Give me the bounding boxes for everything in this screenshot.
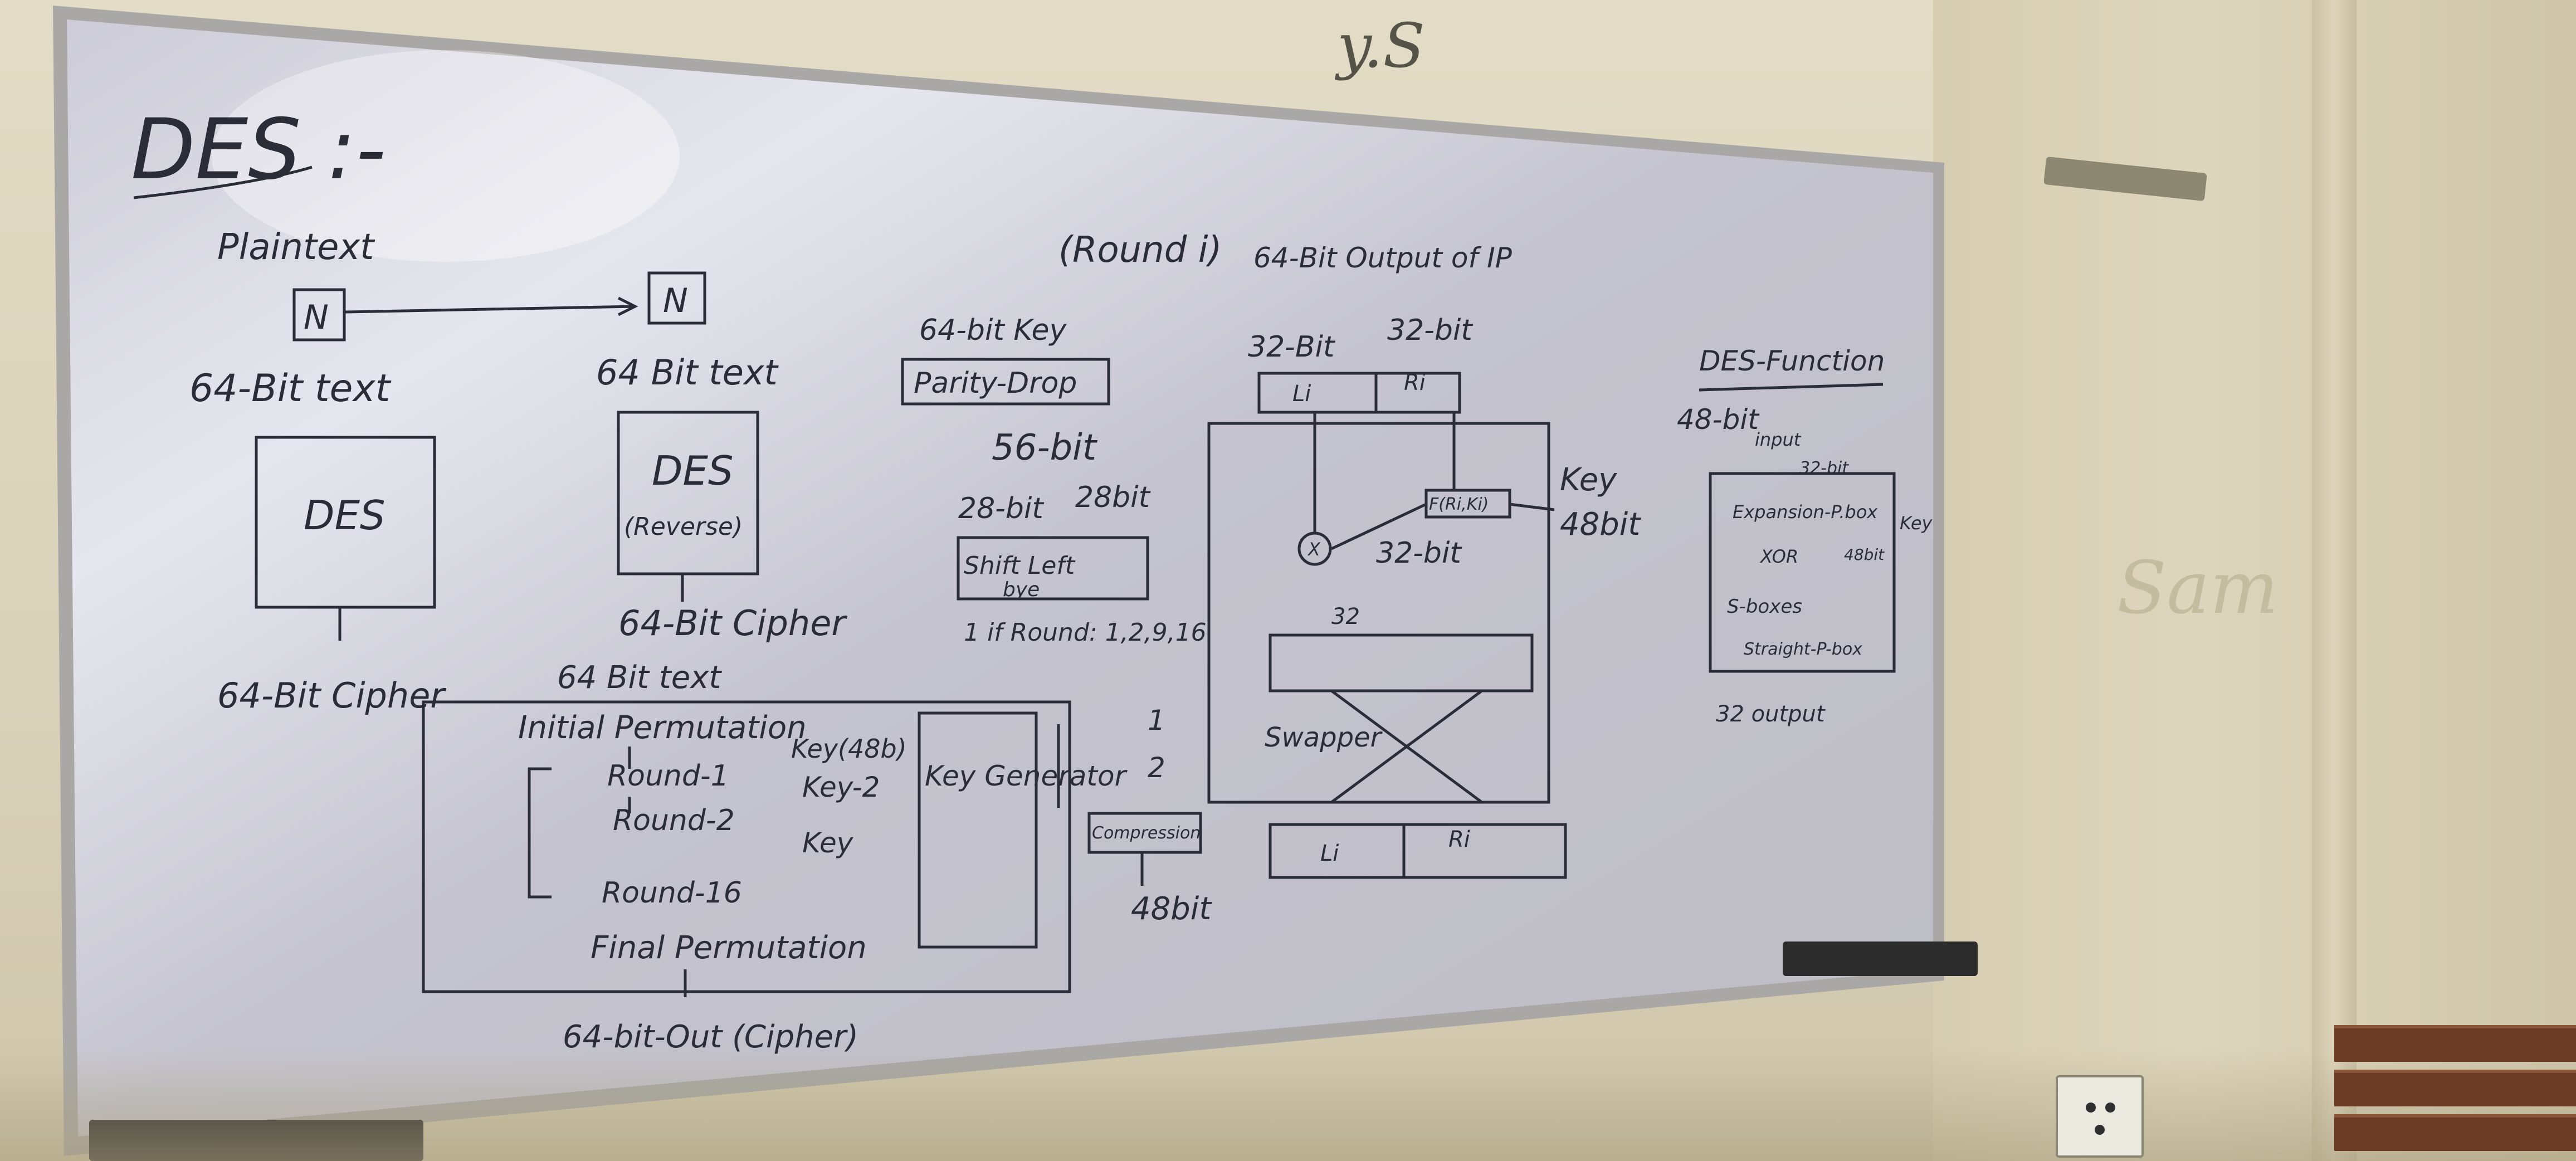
plaintext-label: Plaintext [217, 227, 375, 268]
round-bracket [528, 767, 552, 899]
round-i-heading: (Round i) [1058, 230, 1222, 271]
fn-key: Key [1900, 513, 1933, 534]
key-bits: 48bit [1560, 506, 1641, 543]
rounds-outer-box [422, 700, 1071, 993]
bits-48: 48bit [1131, 891, 1212, 927]
bits-56: 56-bit [992, 427, 1098, 469]
one: 1 [1148, 704, 1165, 736]
swapper-box [1269, 633, 1534, 692]
cipher-left: 64-Bit Cipher [217, 675, 446, 716]
bits-32-mid: 32-bit [1376, 536, 1462, 570]
key-generator-box [918, 711, 1038, 949]
chair-slat [2334, 1070, 2576, 1106]
li: Li [1292, 381, 1311, 407]
round-2: Round-2 [613, 804, 735, 837]
bits-32-side: 32 [1331, 604, 1360, 630]
bits-32-right: 32-bit [1387, 314, 1473, 347]
rounds-note: 1 if Round: 1,2,9,16 [964, 618, 1207, 647]
des-function-box [1709, 472, 1896, 673]
rounds-input: 64 Bit text [557, 660, 722, 696]
bits-28-left: 28-bit [958, 492, 1044, 525]
fn-xor: XOR [1759, 546, 1798, 567]
parity-drop: Parity-Drop [914, 367, 1077, 400]
xor-circle [1297, 531, 1332, 566]
round-1: Round-1 [607, 759, 729, 793]
glare [212, 50, 680, 262]
fn-bits-48-small: 48bit [1844, 545, 1885, 564]
key-64: 64-bit Key [919, 314, 1067, 347]
cipher-right: 64-Bit Cipher [618, 603, 847, 643]
xor-label: X [1307, 539, 1321, 560]
bits-text-left: 64-Bit text [189, 367, 392, 411]
shift-left: Shift Left [964, 552, 1076, 580]
top-note: y.S [1337, 10, 1425, 81]
faint-wall-text: Sam [2117, 545, 2279, 630]
li-ri-out-box [1269, 823, 1567, 879]
f-box [1424, 489, 1511, 519]
n-box-left-text: N [304, 298, 329, 337]
bits-32-left: 32-Bit [1248, 330, 1335, 364]
bits-text-right: 64 Bit text [596, 352, 779, 393]
n-box-right-text: N [663, 281, 688, 320]
fn-bits-48: 48-bit [1677, 403, 1760, 436]
shift-left-box [957, 536, 1149, 601]
fn-straight: Straight-P-box [1744, 640, 1862, 659]
shift-left-2: bye [1003, 578, 1040, 601]
des-reverse-text-2: (Reverse) [624, 513, 743, 541]
whiteboard-surface [67, 19, 1933, 1136]
des-function-heading: DES-Function [1699, 345, 1885, 377]
bits-28-right: 28bit [1075, 481, 1151, 514]
chair-slat [2334, 1025, 2576, 1062]
des-reverse-box [617, 411, 759, 575]
fn-expansion: Expansion-P.box [1733, 501, 1878, 523]
ri: Ri [1404, 370, 1426, 396]
floor-shade [0, 1047, 2576, 1161]
f-box-text: F(Ri,Ki) [1429, 495, 1489, 514]
fn-output: 32 output [1716, 701, 1826, 727]
right-wall [1933, 0, 2576, 1161]
fn-input: input [1755, 429, 1802, 450]
round-outer-box [1207, 422, 1550, 804]
wall-fixture [2043, 157, 2207, 201]
key-1: Key(48b) [791, 734, 907, 764]
chair-slat [2334, 1114, 2576, 1151]
key-generator: Key Generator [925, 760, 1128, 792]
round-fn-heading: 64-Bit Output of IP [1253, 242, 1513, 274]
des-reverse-text-1: DES [652, 447, 734, 494]
key-n: Key [802, 827, 854, 859]
n-box-left [292, 288, 346, 342]
wall-pillar [2312, 0, 2357, 1161]
parity-drop-box [901, 358, 1110, 406]
ri-out: Ri [1448, 827, 1470, 852]
arrow-n-to-n [345, 305, 636, 314]
title: DES :- [131, 101, 386, 198]
socket-hole [2095, 1125, 2105, 1135]
n-box-right [647, 271, 706, 325]
chair-back [2334, 1025, 2576, 1161]
fn-bits-32: 32-bit [1799, 458, 1849, 478]
wall-socket [2056, 1075, 2144, 1158]
key: Key [1560, 462, 1617, 498]
des-box [255, 436, 436, 609]
marker-tray-right [1783, 942, 1978, 976]
li-ri-box [1257, 372, 1461, 414]
fn-sboxes: S-boxes [1727, 596, 1802, 618]
socket-hole [2086, 1103, 2096, 1113]
initial-permutation: Initial Permutation [518, 710, 807, 746]
key-2: Key-2 [802, 771, 880, 803]
round-16: Round-16 [602, 876, 742, 910]
compression-box [1087, 812, 1202, 854]
final-permutation: Final Permutation [591, 930, 867, 966]
two: 2 [1148, 752, 1165, 784]
li-out: Li [1320, 841, 1339, 866]
socket-hole [2105, 1103, 2115, 1113]
compression: Compression [1092, 823, 1201, 843]
swapper: Swapper [1265, 722, 1383, 753]
des-box-text: DES [304, 492, 386, 539]
title-underline [133, 165, 313, 199]
